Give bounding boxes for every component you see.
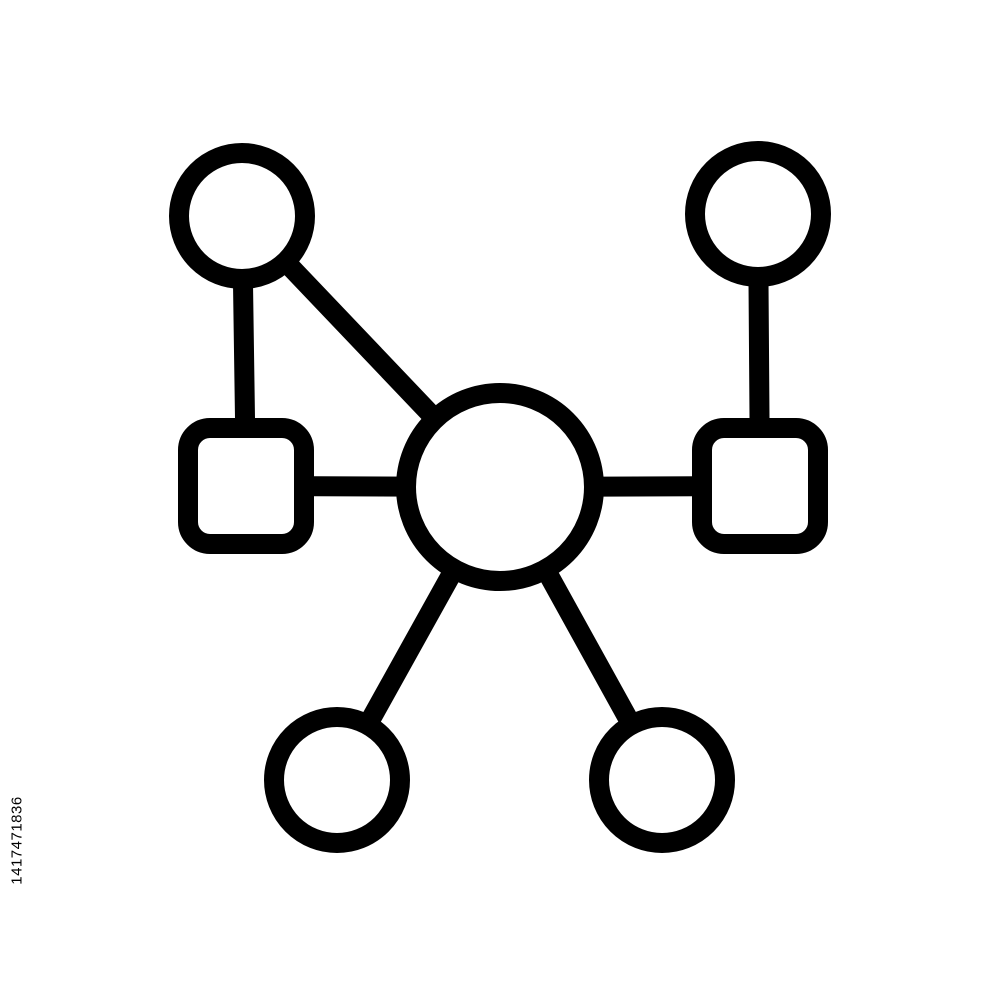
node-bottom-right-circle [589, 707, 735, 853]
stock-id-text: 1417471836 [8, 795, 26, 885]
node-top-right-circle [685, 141, 831, 287]
node-mid-right-square [692, 418, 828, 554]
node-bottom-left-circle [264, 707, 410, 853]
stock-id-watermark: 1417471836 [6, 760, 28, 920]
node-center-circle [396, 383, 604, 591]
diagram-nodes [169, 141, 831, 853]
node-top-left-circle [169, 143, 315, 289]
node-mid-left-square [178, 418, 314, 554]
